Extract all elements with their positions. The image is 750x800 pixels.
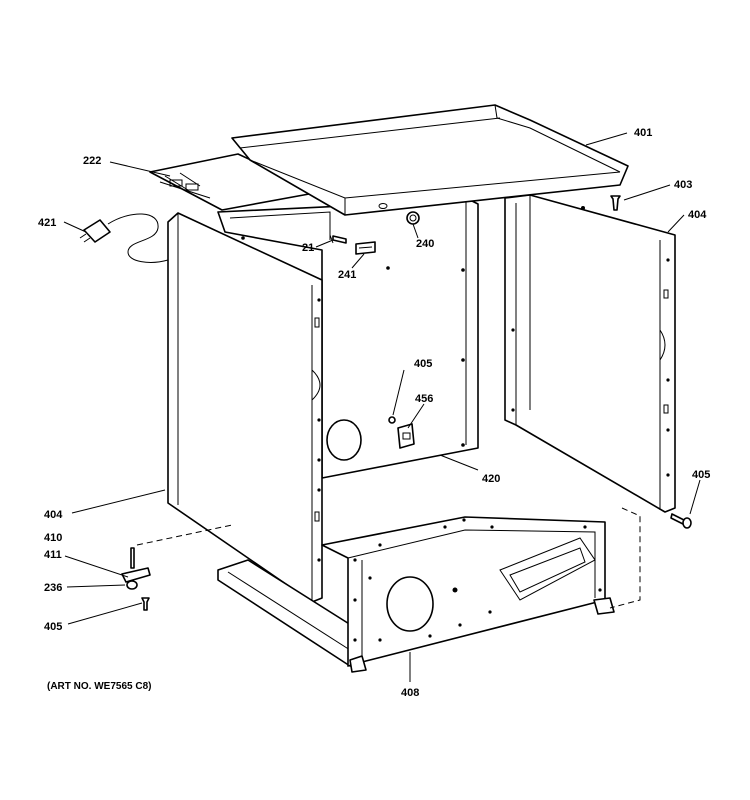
screw-403 (610, 195, 621, 211)
label-456: 456 (415, 393, 433, 405)
label-401: 401 (634, 127, 652, 139)
label-405-left: 405 (44, 621, 62, 633)
leveling-leg (121, 547, 151, 611)
label-420: 420 (482, 473, 500, 485)
screw-21 (329, 234, 347, 244)
label-403: 403 (674, 179, 692, 191)
label-241: 241 (338, 269, 356, 281)
screw-405-mid (388, 416, 396, 424)
part-456 (397, 423, 415, 449)
label-240: 240 (416, 238, 434, 250)
top-panel (231, 104, 629, 216)
plug-240 (406, 211, 420, 225)
art-number: (ART NO. WE7565 C8) (47, 681, 151, 692)
label-404-right: 404 (688, 209, 707, 221)
label-236: 236 (44, 582, 62, 594)
label-410: 410 (44, 532, 62, 544)
leader-lines (63, 132, 701, 682)
label-222: 222 (83, 155, 101, 167)
label-421: 421 (38, 217, 56, 229)
base-frame (217, 516, 615, 673)
label-405-mid: 405 (414, 358, 432, 370)
alignment-line-left (136, 524, 233, 546)
power-cord (79, 213, 169, 263)
label-241 (355, 241, 376, 255)
alignment-line-right (609, 507, 641, 609)
label-404-left: 404 (44, 509, 63, 521)
label-21: 21 (302, 242, 314, 254)
screw-405-right (670, 513, 692, 529)
left-side-panel (167, 212, 362, 603)
label-411: 411 (44, 549, 62, 561)
label-408: 408 (401, 687, 419, 699)
right-side-panel (504, 194, 676, 513)
label-405-right: 405 (692, 469, 710, 481)
